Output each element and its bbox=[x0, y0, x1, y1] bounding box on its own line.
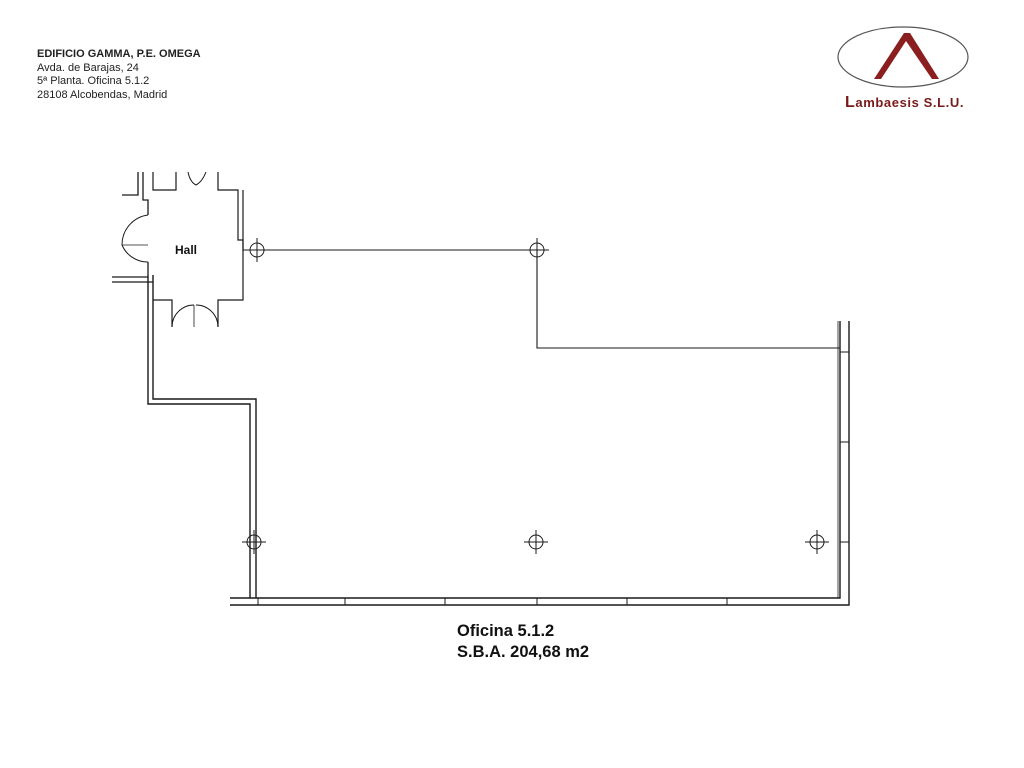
partition-top bbox=[243, 249, 840, 349]
hall-wall-top-left bbox=[122, 172, 139, 196]
company-initial: L bbox=[845, 94, 856, 111]
column-marker-icon bbox=[525, 238, 549, 262]
door-swing-bottom-2 bbox=[195, 304, 219, 328]
company-name: Lambaesis S.L.U. bbox=[845, 94, 985, 112]
door-swing-bottom-1 bbox=[171, 304, 195, 328]
structural-columns bbox=[242, 238, 829, 554]
facade-bottom-inner bbox=[230, 321, 841, 599]
outer-wall-left bbox=[147, 275, 251, 598]
facade-mullions-bottom bbox=[257, 598, 728, 605]
door-swing-left bbox=[121, 214, 149, 246]
building-name: EDIFICIO GAMMA, P.E. OMEGA bbox=[37, 48, 201, 60]
facade-mullions-right bbox=[840, 351, 849, 543]
building-city: 28108 Alcobendas, Madrid bbox=[37, 88, 168, 101]
outer-wall-left-inner bbox=[152, 275, 257, 598]
company-name-rest: ambaesis S.L.U. bbox=[855, 95, 965, 110]
office-name: Oficina 5.1.2 bbox=[457, 622, 555, 640]
door-swing-top bbox=[187, 171, 207, 186]
company-logo-icon bbox=[837, 26, 969, 88]
column-marker-icon bbox=[245, 238, 269, 262]
hall-wall-top bbox=[152, 172, 177, 191]
building-floor-office: 5ª Planta. Oficina 5.1.2 bbox=[37, 75, 150, 87]
column-marker-icon bbox=[805, 530, 829, 554]
hall-wall-top-left-2 bbox=[142, 172, 149, 215]
door-swing-left-2 bbox=[121, 244, 149, 263]
hall-wall-top-right bbox=[217, 172, 244, 250]
column-marker-icon bbox=[524, 530, 548, 554]
hall-wall-bottom-left bbox=[153, 299, 173, 327]
office-area: S.B.A. 204,68 m2 bbox=[457, 643, 590, 661]
facade-bottom-outer bbox=[230, 321, 850, 606]
building-street: Avda. de Barajas, 24 bbox=[37, 61, 139, 74]
room-label-hall: Hall bbox=[175, 243, 198, 257]
building-address: EDIFICIO GAMMA, P.E. OMEGA Avda. de Bara… bbox=[37, 48, 201, 102]
column-marker-icon bbox=[242, 530, 266, 554]
office-caption: Oficina 5.1.2 S.B.A. 204,68 m2 bbox=[457, 621, 589, 663]
hall-wall-right bbox=[217, 190, 244, 327]
